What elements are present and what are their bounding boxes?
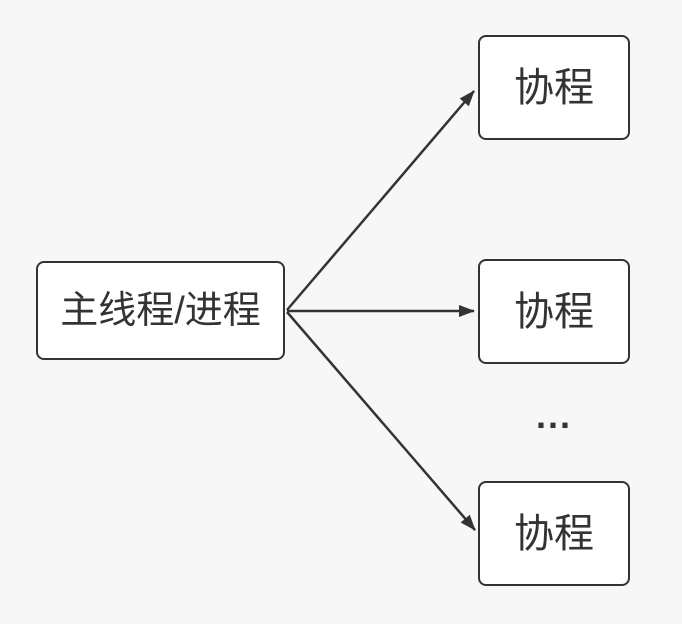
- coroutine-bottom-label: 协程: [514, 511, 594, 556]
- coroutine-top-label: 协程: [514, 65, 594, 110]
- coroutine-node-middle: 协程: [478, 259, 630, 364]
- arrow-main-to-coroutine-bottom: [286, 311, 476, 531]
- coroutine-node-bottom: 协程: [478, 481, 630, 586]
- coroutine-middle-label: 协程: [514, 289, 594, 334]
- main-thread-process-node: 主线程/进程: [36, 261, 285, 360]
- more-coroutines-ellipsis: ...: [535, 395, 572, 436]
- main-thread-process-label: 主线程/进程: [60, 289, 261, 332]
- arrow-main-to-coroutine-top: [286, 90, 475, 311]
- coroutine-node-top: 协程: [478, 35, 630, 140]
